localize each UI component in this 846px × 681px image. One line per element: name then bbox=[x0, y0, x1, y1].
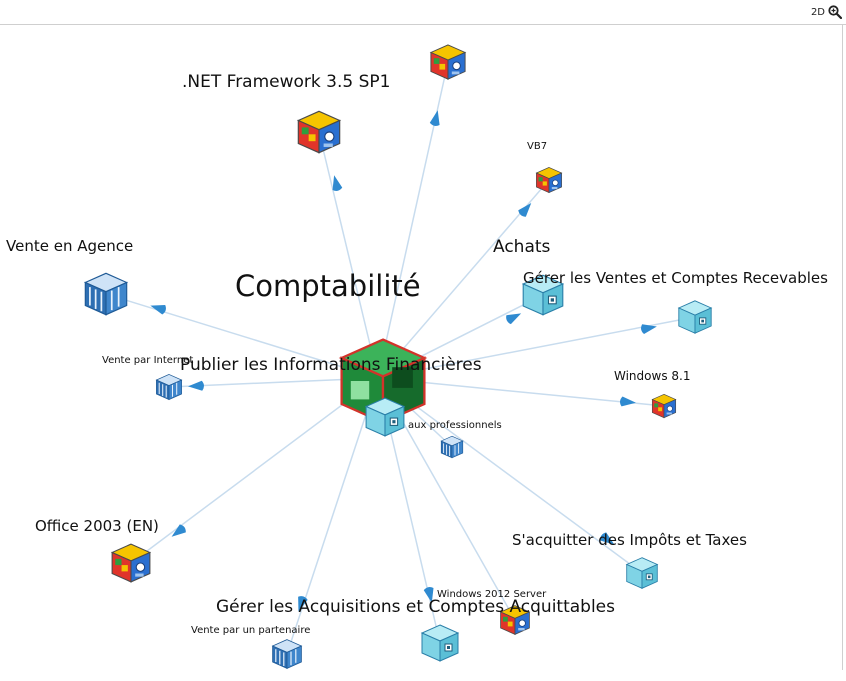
edge-arrow-ventes bbox=[641, 324, 657, 335]
node-label-internet: Vente par Internet bbox=[102, 355, 193, 366]
toolbar bbox=[0, 0, 846, 25]
process-cube-icon bbox=[421, 624, 459, 662]
folder-cube-icon bbox=[272, 638, 302, 670]
app-cube-icon bbox=[430, 44, 466, 80]
node-label-agence: Vente en Agence bbox=[6, 237, 133, 255]
app-cube-icon bbox=[536, 167, 562, 193]
edge-arrow-net35 bbox=[429, 110, 440, 126]
graph-node-net35b[interactable] bbox=[297, 110, 341, 154]
node-label-acquisitions: Gérer les Acquisitions et Comptes Acquit… bbox=[216, 597, 615, 617]
edge-arrow-partenaire bbox=[298, 596, 308, 612]
graph-node-acquisitions[interactable] bbox=[421, 624, 459, 662]
node-layer: Comptabilité .NET Framework 3.5 SP1VB7Ach… bbox=[6, 44, 828, 670]
center-node-label: Comptabilité bbox=[235, 269, 421, 303]
edge-arrow-acquisitions bbox=[423, 587, 434, 603]
edge-arrow-achats bbox=[506, 313, 522, 325]
edge-arrow-office bbox=[171, 524, 186, 537]
graph-node-net35[interactable] bbox=[430, 44, 466, 80]
folder-cube-icon bbox=[155, 373, 183, 401]
edge-partenaire bbox=[286, 377, 379, 655]
edge-net35 bbox=[377, 61, 449, 379]
node-label-win81: Windows 8.1 bbox=[614, 369, 690, 383]
folder-cube-icon bbox=[440, 435, 464, 459]
node-label-partenaire: Vente par un partenaire bbox=[191, 625, 310, 636]
viewport-border bbox=[842, 24, 843, 670]
graph-node-ventes[interactable] bbox=[678, 300, 712, 334]
graph-node-partenaire[interactable] bbox=[272, 638, 302, 670]
graph-node-agence[interactable] bbox=[84, 272, 128, 316]
graph-node-publier[interactable] bbox=[365, 397, 405, 437]
edge-win81 bbox=[377, 377, 665, 407]
graph-node-internet[interactable] bbox=[155, 373, 183, 401]
node-label-impots: S'acquitter des Impôts et Taxes bbox=[512, 531, 747, 549]
node-label-win2012: Windows 2012 Server bbox=[437, 589, 547, 600]
folder-cube-icon bbox=[84, 272, 128, 316]
node-label-net35: .NET Framework 3.5 SP1 bbox=[182, 72, 390, 92]
edge-arrow-win81 bbox=[620, 396, 636, 407]
node-label-office: Office 2003 (EN) bbox=[35, 517, 159, 535]
edge-arrow-impots bbox=[600, 532, 615, 545]
edge-office bbox=[130, 377, 379, 564]
graph-node-impots[interactable] bbox=[626, 557, 658, 589]
edge-impots bbox=[377, 377, 643, 574]
view-mode-label[interactable]: 2D bbox=[810, 6, 825, 18]
graph-node-vb7[interactable] bbox=[536, 167, 562, 193]
magnifier-icon[interactable] bbox=[828, 5, 842, 19]
edge-arrow-vb7 bbox=[518, 202, 532, 217]
graph-node-win81[interactable] bbox=[651, 393, 677, 419]
node-label-achats: Achats bbox=[493, 237, 551, 257]
edge-arrow-agence bbox=[150, 304, 166, 315]
process-cube-icon bbox=[626, 557, 658, 589]
app-cube-icon bbox=[297, 110, 341, 154]
app-cube-icon bbox=[111, 543, 151, 583]
graph-node-pros[interactable] bbox=[440, 435, 464, 459]
process-cube-icon bbox=[365, 397, 405, 437]
node-label-vb7: VB7 bbox=[527, 141, 547, 152]
node-label-pros: aux professionnels bbox=[408, 420, 502, 431]
node-label-publier: Publier les Informations Financières bbox=[180, 355, 482, 375]
edge-agence bbox=[105, 293, 379, 379]
app-cube-icon bbox=[651, 393, 677, 419]
edge-net35b bbox=[318, 131, 379, 379]
node-label-ventes: Gérer les Ventes et Comptes Recevables bbox=[523, 269, 828, 287]
process-cube-icon bbox=[678, 300, 712, 334]
graph-node-office[interactable] bbox=[111, 543, 151, 583]
edge-arrow-internet bbox=[188, 380, 204, 391]
view-mode-toggle[interactable]: 2D bbox=[811, 4, 842, 20]
edge-arrow-net35b bbox=[332, 175, 343, 191]
